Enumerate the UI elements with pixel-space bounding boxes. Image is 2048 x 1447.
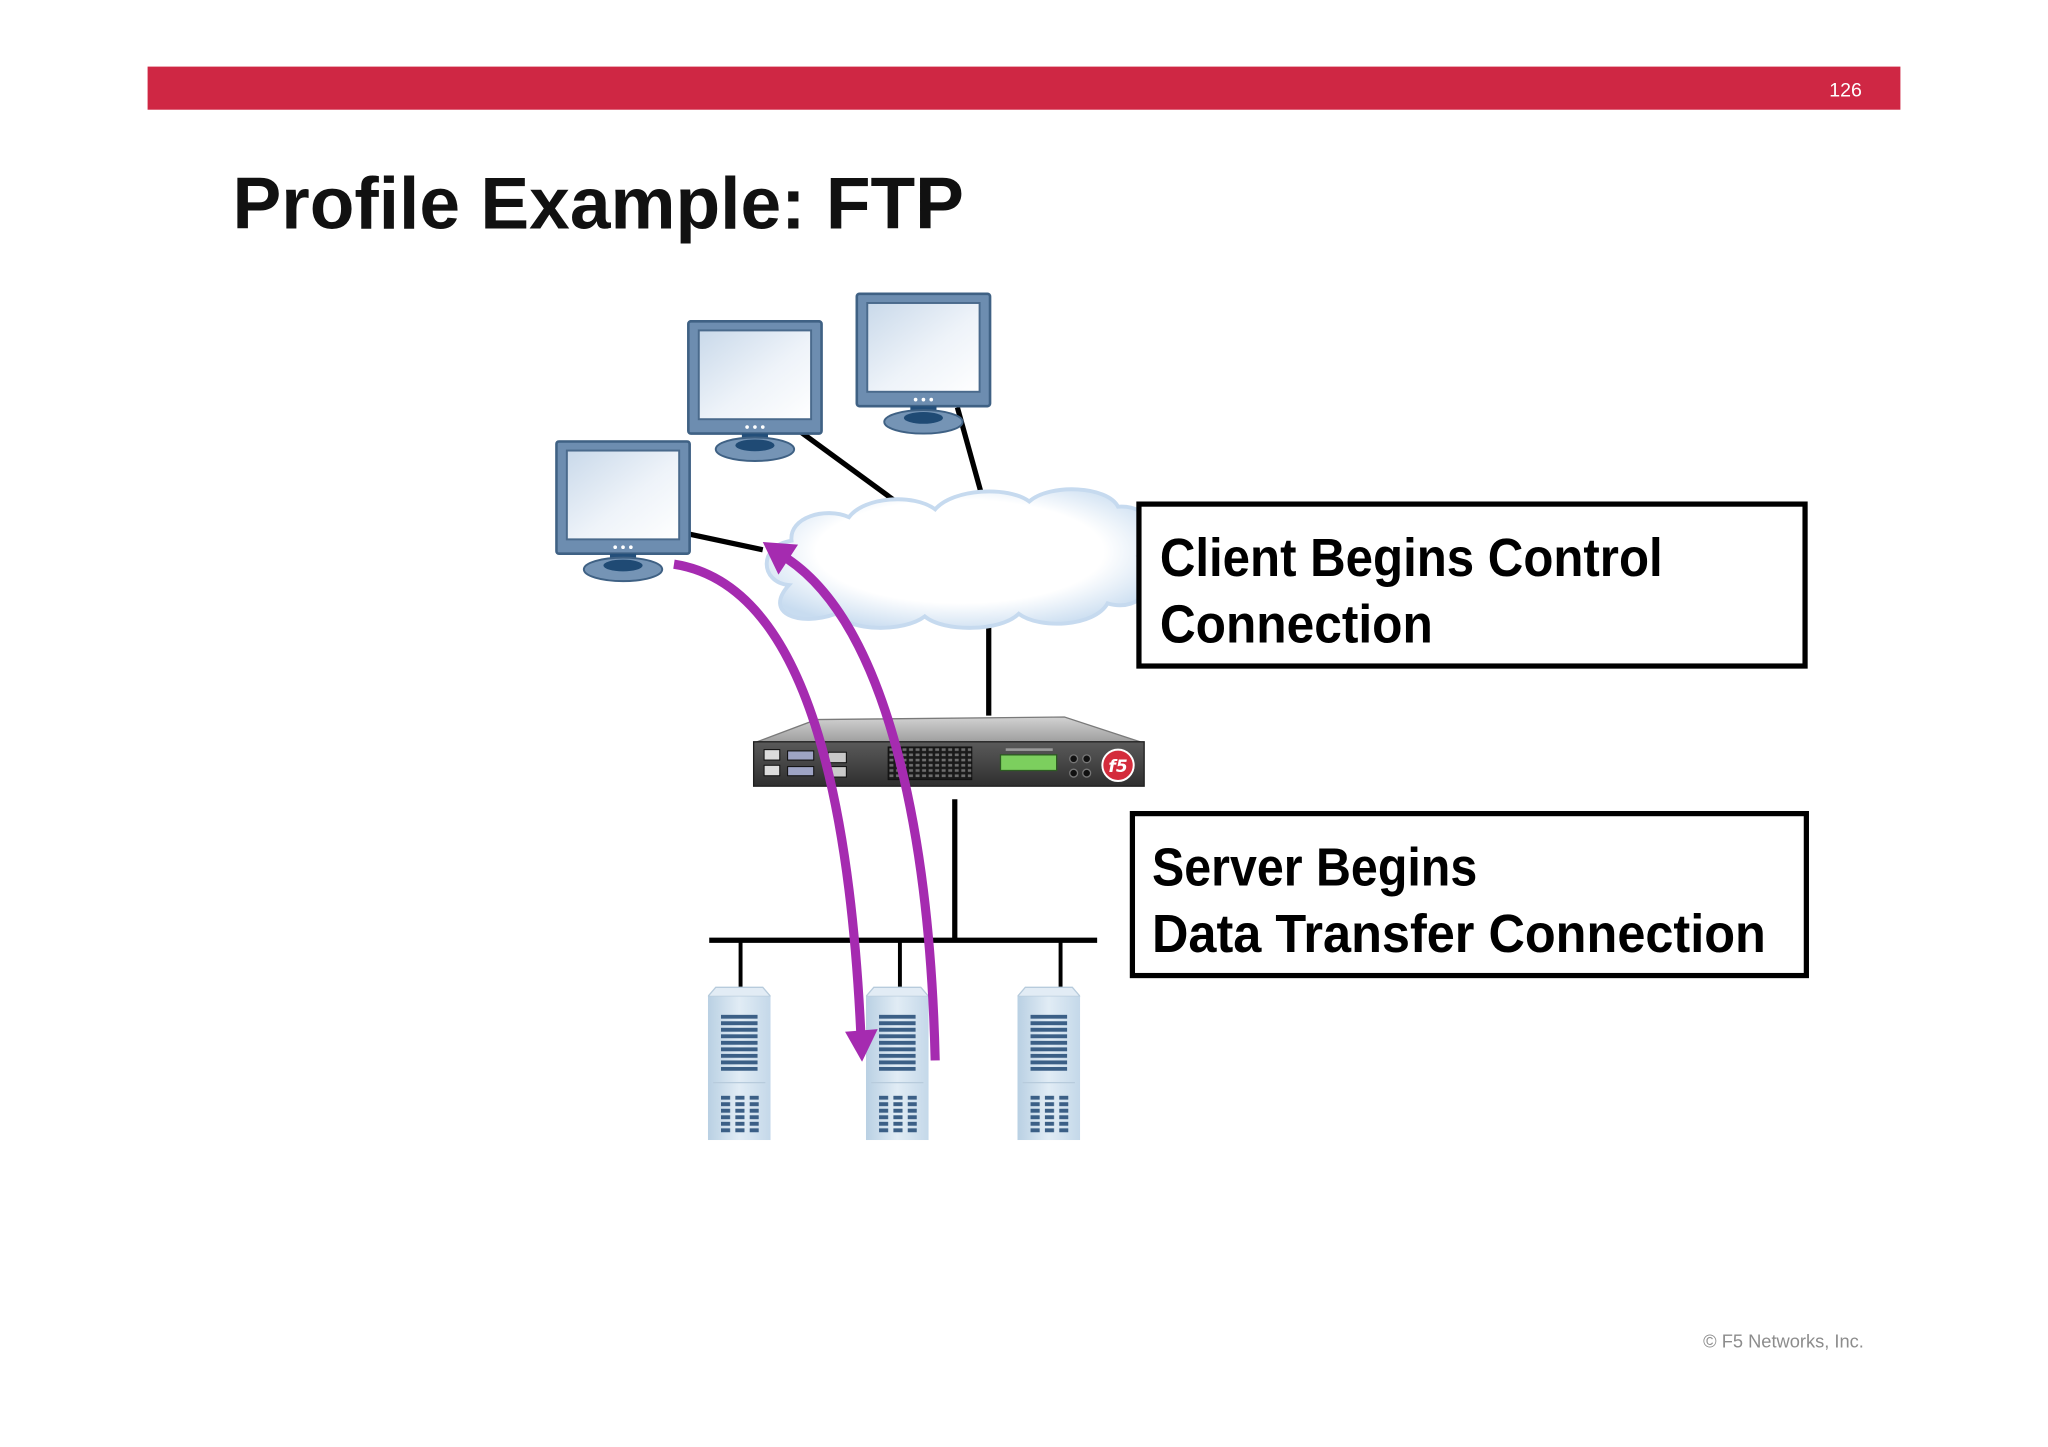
callout-server-data-transfer: Server Begins Data Transfer Connection: [1129, 810, 1809, 979]
network-port: [763, 749, 781, 761]
f5-logo-text: f5: [1108, 757, 1127, 777]
monitor-icon: [555, 440, 691, 583]
curved-arrow-up-icon: [785, 555, 940, 1061]
network-port: [787, 766, 815, 777]
callout-client-control: Client Begins Control Connection: [1136, 501, 1808, 669]
monitor-icon: [687, 319, 823, 463]
client-link-2: [797, 428, 908, 512]
control-button: [1082, 754, 1092, 764]
page-number: 126: [1829, 80, 1862, 102]
connection-lines: [689, 406, 1098, 989]
header-bar: [147, 66, 1901, 110]
network-port: [827, 751, 847, 764]
curved-arrow-down-icon: [673, 559, 866, 1032]
cloud-icon: [764, 487, 1156, 630]
control-button: [1069, 754, 1079, 764]
monitor-icon: [855, 292, 992, 435]
callout-box: [1136, 501, 1808, 669]
lcd-display: [999, 754, 1058, 772]
callout-line: Client Begins Control: [1160, 529, 1663, 588]
server-icon: [707, 986, 771, 1141]
network-port: [787, 750, 815, 761]
callout-line: Data Transfer Connection: [1152, 905, 1766, 964]
load-balancer-appliance-icon: f5: [752, 716, 1145, 787]
arrowhead-up: [762, 541, 799, 575]
f5-logo-icon: [1101, 748, 1135, 782]
appliance-label-strip: [1005, 748, 1053, 751]
control-button: [1082, 768, 1092, 778]
arrowhead-down: [845, 1029, 878, 1062]
control-button: [1069, 768, 1079, 778]
callout-line: Server Begins: [1152, 838, 1477, 897]
network-diagram: f5: [555, 292, 1156, 1141]
server-icon: [1017, 986, 1081, 1141]
network-port: [763, 764, 781, 777]
callout-line: Connection: [1160, 596, 1433, 655]
copyright-footer: © F5 Networks, Inc.: [1703, 1331, 1864, 1352]
client-link-1: [689, 531, 764, 553]
callout-box: [1129, 810, 1809, 979]
page-title: Profile Example: FTP: [232, 164, 963, 245]
server-icon: [865, 986, 929, 1141]
